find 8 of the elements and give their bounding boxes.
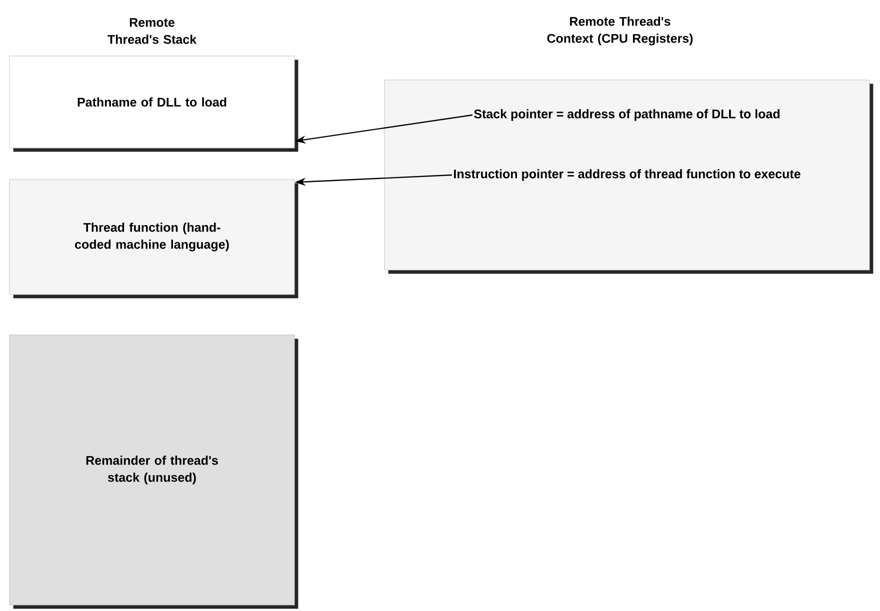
stack-box: Thread function (hand-coded machine language) [9,179,298,298]
column-heading: Remote Thread's Context (CPU Registers) [547,16,693,46]
stack-box: Pathname of DLL to load [9,56,298,152]
column-heading: Remote Thread's Stack [108,18,197,44]
stack-box: Remainder of thread's stack (unused) [9,334,298,609]
register-text: Stack pointer = address of pathname of DLL to load [474,109,780,121]
register-text: Instruction pointer = address of thread function to execute [454,169,800,181]
context-box [384,80,874,274]
